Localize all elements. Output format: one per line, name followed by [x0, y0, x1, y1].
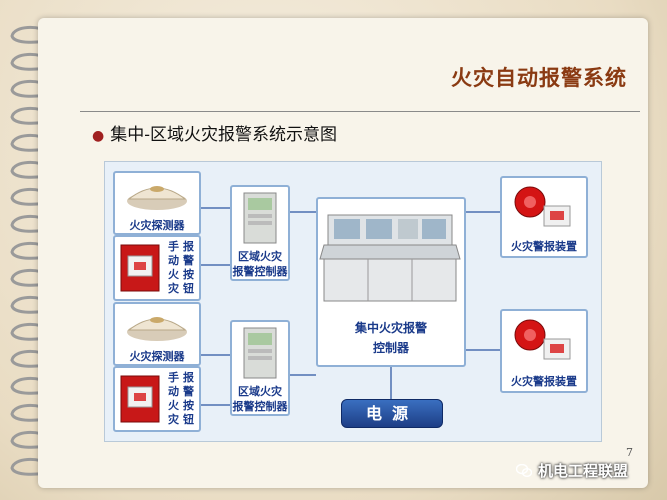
alarm-device-label: 火灾警报装置: [511, 375, 577, 388]
alarm-bell-icon: [514, 319, 571, 360]
bullet-icon: ●: [92, 128, 105, 144]
wechat-icon: [516, 464, 532, 477]
regional-alarm-controller-2: 区域火灾 报警控制器: [230, 320, 290, 416]
title-divider: [80, 111, 640, 112]
central-controller-label-line2: 控制器: [372, 341, 409, 355]
manual-alarm-button-1: 手报 动警 火按 灾钮: [113, 235, 201, 301]
bullet-item: ● 集中-区域火灾报警系统示意图: [92, 120, 337, 145]
central-console-icon: [319, 214, 461, 302]
bullet-text: 集中-区域火灾报警系统示意图: [110, 125, 337, 145]
manual-button-label: 手报 动警 火按 灾钮: [168, 240, 194, 295]
page-number: 7: [626, 446, 633, 459]
control-cabinet-icon: [243, 327, 277, 379]
fire-detector-1: 火灾探测器: [113, 171, 201, 235]
central-controller-label-line1: 集中火灾报警: [354, 321, 427, 335]
central-alarm-controller: 集中火灾报警 控制器: [316, 197, 466, 367]
slide-title: 火灾自动报警系统: [451, 66, 627, 90]
detector-label: 火灾探测器: [129, 219, 185, 232]
smoke-detector-icon: [127, 317, 187, 341]
smoke-detector-icon: [127, 186, 187, 210]
manual-call-point-icon: [120, 244, 160, 292]
manual-call-point-icon: [120, 375, 160, 423]
control-cabinet-icon: [243, 192, 277, 244]
power-supply: 电源: [341, 399, 443, 428]
regional-controller-label-line2: 报警控制器: [232, 265, 288, 278]
alarm-device-label: 火灾警报装置: [511, 240, 577, 253]
detector-label: 火灾探测器: [129, 350, 185, 363]
fire-detector-2: 火灾探测器: [113, 302, 201, 366]
watermark: 机电工程联盟: [516, 460, 628, 481]
alarm-bell-icon: [514, 186, 571, 227]
regional-controller-label-line1: 区域火灾: [238, 385, 282, 398]
watermark-text: 机电工程联盟: [538, 462, 629, 480]
fire-alarm-device-1: 火灾警报装置: [500, 176, 588, 258]
regional-controller-label-line2: 报警控制器: [232, 400, 288, 413]
manual-button-label: 手报 动警 火按 灾钮: [168, 371, 194, 426]
manual-alarm-button-2: 手报 动警 火按 灾钮: [113, 366, 201, 432]
fire-alarm-device-2: 火灾警报装置: [500, 309, 588, 393]
regional-alarm-controller-1: 区域火灾 报警控制器: [230, 185, 290, 281]
regional-controller-label-line1: 区域火灾: [238, 250, 282, 263]
